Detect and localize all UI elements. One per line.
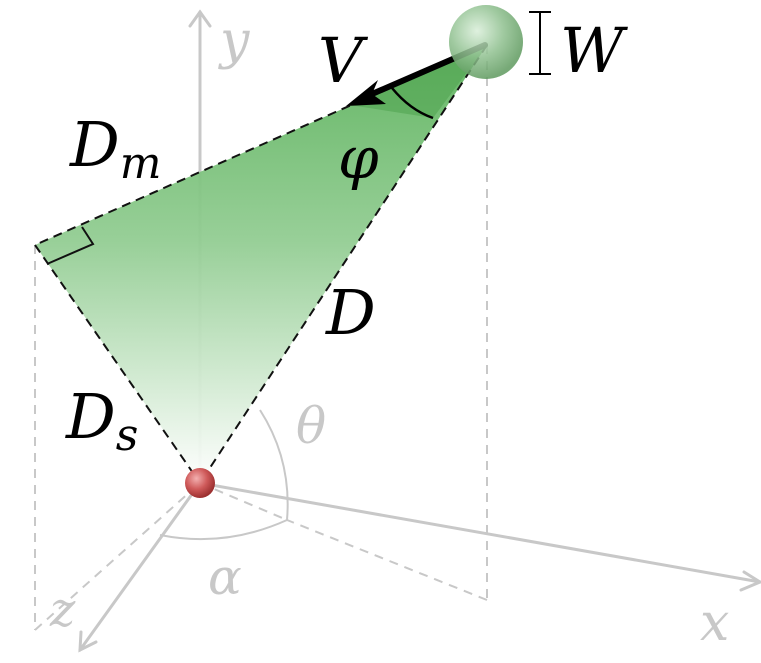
alpha-label: α: [208, 548, 242, 606]
view-cone: [35, 45, 487, 483]
guide-ds-floor: [34, 482, 201, 631]
theta-label: θ: [296, 397, 326, 455]
guide-target-floor: [286, 519, 488, 601]
y-axis-label: y: [218, 11, 250, 71]
edge-ds: [34, 244, 201, 484]
alpha-arc: [159, 519, 288, 541]
z-axis-label: z: [49, 582, 76, 638]
x-axis-label: x: [700, 593, 729, 653]
z-axis: [78, 481, 202, 652]
theta-arc: [259, 409, 289, 521]
width-bracket: [529, 11, 551, 75]
z-axis-arrowhead: [78, 630, 98, 653]
right-angle-marker: [46, 226, 95, 265]
ds-label-sub: s: [116, 410, 139, 461]
dm-label: Dm: [69, 108, 161, 189]
dm-label-main: D: [69, 108, 120, 181]
dm-label-sub: m: [120, 138, 162, 189]
phi-label: φ: [338, 124, 379, 192]
edge-d: [199, 44, 488, 484]
angle-arcs: [159, 409, 289, 541]
origin-sphere: [185, 468, 215, 498]
y-axis-arrowhead: [188, 9, 212, 28]
phi-arc: [391, 87, 434, 120]
target-sphere: [449, 5, 523, 79]
d-label: D: [325, 276, 376, 349]
velocity-arrowhead: [346, 80, 386, 106]
x-axis-arrowhead: [739, 570, 761, 592]
ds-label: Ds: [65, 380, 138, 461]
phi-wedge: [350, 45, 487, 118]
velocity-label: V: [318, 24, 369, 97]
x-axis: [198, 481, 761, 584]
ds-label-main: D: [65, 380, 116, 453]
guide-lines: [34, 45, 488, 631]
width-label: W: [560, 14, 628, 87]
